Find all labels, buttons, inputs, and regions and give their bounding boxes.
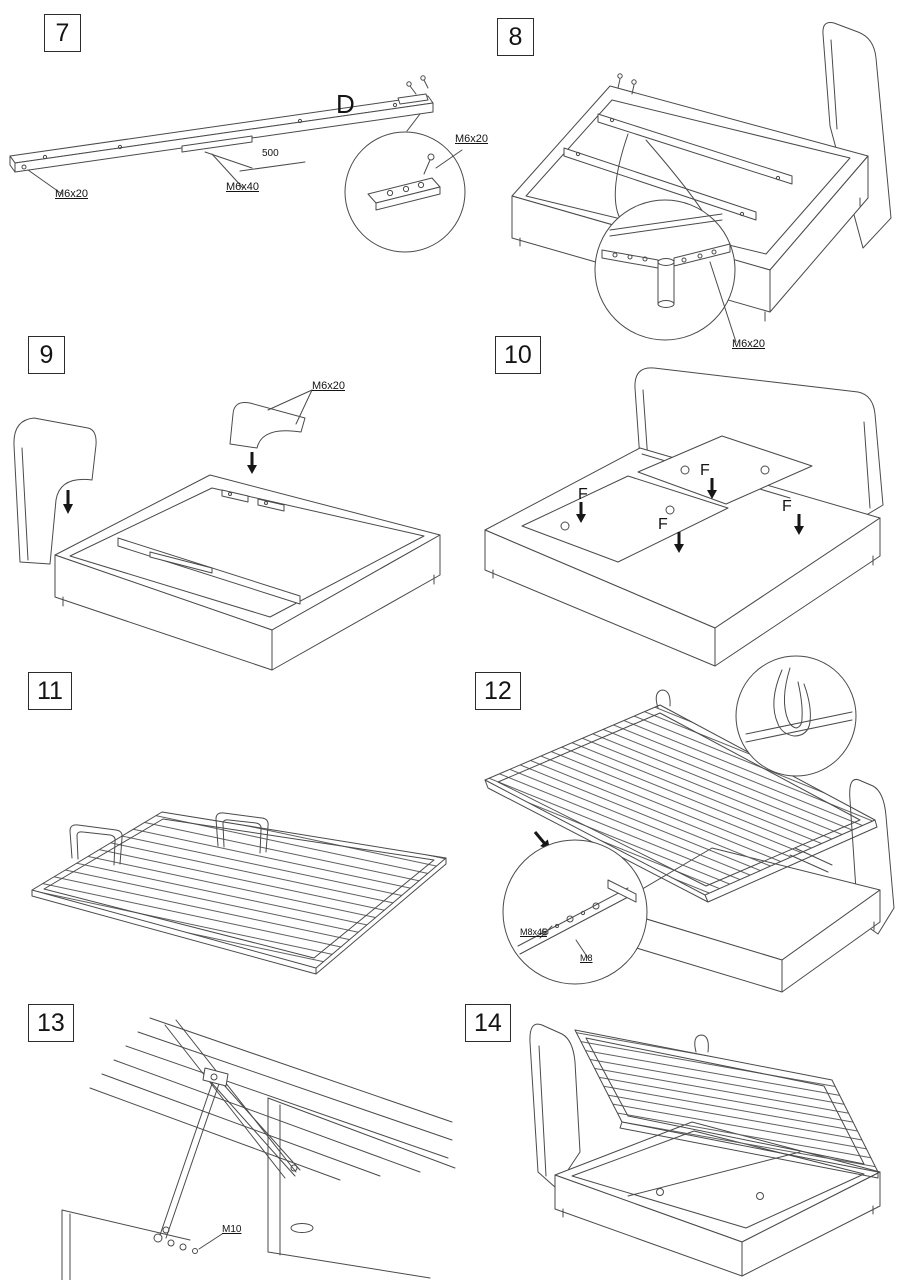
- headboard-panel: [822, 22, 892, 249]
- fastener-label-m6x20: M6x20: [455, 133, 489, 145]
- lift-handle: [215, 812, 269, 853]
- slatted-base: [31, 811, 447, 969]
- step-number-10: 10: [495, 336, 541, 374]
- bottom-board-f: [637, 435, 813, 505]
- fastener-label-m10: M10: [222, 1224, 242, 1235]
- step13-mechanism-drawing: [61, 1017, 456, 1280]
- step12-hinge-detail-circle: [502, 839, 648, 985]
- panel-label-f: F: [782, 498, 792, 515]
- step-number-12: 12: [475, 672, 521, 710]
- lid-slats: [89, 1017, 453, 1181]
- fastener-label-m6x20: M6x20: [312, 380, 346, 392]
- strap-detail: [773, 669, 811, 737]
- dimension-label-500: 500: [262, 148, 279, 159]
- step-number-11: 11: [28, 672, 72, 710]
- lift-arm: [209, 1074, 301, 1177]
- side-wing-panel: [229, 402, 306, 449]
- panel-label-f: F: [578, 486, 588, 503]
- panel-label-f: F: [658, 516, 668, 533]
- support-rail: [597, 113, 793, 185]
- fastener-label-m8x45: M8x45: [520, 927, 548, 937]
- step10-boards-drawing: [484, 367, 884, 667]
- support-rail: [563, 147, 757, 221]
- step-number-9: 9: [28, 336, 65, 374]
- step9-wings-drawing: [13, 389, 441, 671]
- lift-arm: [159, 1074, 222, 1239]
- center-leg: [657, 300, 675, 308]
- insert-arrow: [63, 452, 257, 514]
- insert-arrow: [576, 478, 804, 553]
- fastener-label-m6x20: M6x20: [55, 188, 89, 200]
- step7-rail-drawing: [9, 75, 466, 253]
- lift-handle: [69, 824, 123, 865]
- headboard-panel: [529, 1023, 581, 1189]
- strap-loop: [694, 1034, 709, 1053]
- step12-lift-drawing: [484, 655, 895, 993]
- bottom-board-f: [521, 475, 729, 563]
- step-number-13: 13: [28, 1004, 74, 1042]
- side-wing-panel: [13, 417, 97, 565]
- strap-loop: [655, 689, 671, 709]
- step-number-14: 14: [465, 1004, 511, 1042]
- storage-divider: [627, 1151, 801, 1197]
- step-number-8: 8: [497, 18, 534, 56]
- fastener-label-m6x20: M6x20: [732, 338, 766, 350]
- step12-strap-detail-circle: [735, 655, 857, 777]
- fastener-label-m6x40: M6x40: [226, 181, 260, 193]
- step8-detail-circle: [594, 199, 736, 341]
- part-label-d: D: [336, 89, 355, 119]
- step11-slat-base-drawing: [31, 811, 447, 975]
- step14-open-bed-drawing: [529, 1023, 881, 1277]
- fastener-label-m8: M8: [580, 953, 593, 963]
- step8-frame-drawing: [511, 22, 892, 343]
- floor-hole: [290, 1223, 314, 1233]
- step-number-7: 7: [44, 14, 81, 52]
- panel-label-f: F: [700, 462, 710, 479]
